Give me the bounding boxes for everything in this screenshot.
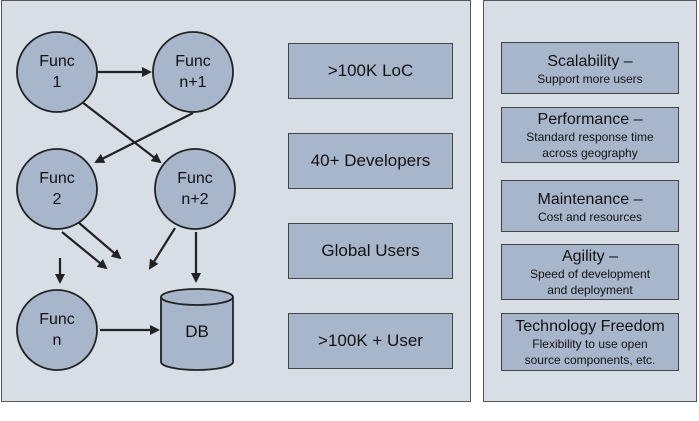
- node-func1-circle: [16, 31, 98, 113]
- quality-technology-freedom: Technology Freedom Flexibility to use op…: [501, 313, 679, 371]
- quality-agility-desc-1: Speed of development: [529, 267, 651, 281]
- node-funcn-line1: Func: [39, 311, 75, 328]
- stat-loc-label: >100K LoC: [327, 61, 414, 80]
- stat-user-count: >100K + User: [288, 313, 453, 369]
- quality-maintenance: Maintenance – Cost and resources: [501, 180, 679, 232]
- quality-technology-freedom-title: Technology Freedom: [515, 318, 665, 335]
- stat-developers: 40+ Developers: [288, 133, 453, 189]
- db-label: DB: [185, 322, 209, 341]
- stat-global-users: Global Users: [288, 223, 453, 279]
- node-funcn1-label: Func n+1: [158, 51, 228, 93]
- node-func2-circle: [16, 148, 98, 230]
- node-funcn1-line2: n+1: [179, 74, 207, 91]
- quality-scalability-title: Scalability –: [547, 53, 633, 70]
- quality-technology-freedom-desc-1: Flexibility to use open: [532, 337, 648, 351]
- stat-developers-label: 40+ Developers: [310, 151, 431, 170]
- node-func1-label: Func 1: [22, 51, 92, 93]
- quality-maintenance-title: Maintenance –: [537, 191, 643, 208]
- node-funcn-label: Func n: [22, 309, 92, 351]
- edge-funcn2-db-1: [148, 227, 176, 270]
- quality-agility-title: Agility –: [561, 248, 619, 265]
- stat-loc: >100K LoC: [288, 43, 453, 99]
- quality-scalability-desc-1: Support more users: [537, 72, 643, 86]
- node-func2-label: Func 2: [22, 168, 92, 210]
- database-icon: [160, 288, 234, 371]
- quality-performance: Performance – Standard response time acr…: [501, 107, 679, 163]
- quality-performance-title: Performance –: [537, 111, 643, 128]
- edge-func2-db-2: [61, 231, 108, 270]
- node-func2-line1: Func: [39, 170, 75, 187]
- stat-user-count-label: >100K + User: [318, 331, 423, 350]
- node-funcn2-circle: [154, 148, 236, 230]
- node-funcn2-line2: n+2: [181, 191, 209, 208]
- quality-agility-desc-2: and deployment: [547, 283, 633, 297]
- edge-func2-db-1: [77, 221, 122, 260]
- quality-scalability: Scalability – Support more users: [501, 42, 679, 94]
- node-funcn-circle: [16, 289, 98, 371]
- quality-performance-desc-1: Standard response time: [526, 130, 654, 144]
- node-func1-line1: Func: [39, 53, 75, 70]
- node-funcn1-circle: [152, 31, 234, 113]
- node-funcn2-line1: Func: [177, 170, 213, 187]
- quality-agility: Agility – Speed of development and deplo…: [501, 244, 679, 300]
- quality-maintenance-desc-1: Cost and resources: [537, 210, 643, 224]
- quality-technology-freedom-desc-2: source components, etc.: [524, 353, 656, 367]
- stat-global-users-label: Global Users: [321, 241, 420, 260]
- quality-performance-desc-2: across geography: [542, 146, 638, 160]
- node-funcn1-line1: Func: [175, 53, 211, 70]
- node-func2-line2: 2: [52, 191, 62, 208]
- node-func1-line2: 1: [52, 74, 62, 91]
- node-funcn-line2: n: [52, 332, 62, 349]
- edge-funcn1-func2: [94, 112, 194, 163]
- edge-func1-funcn2: [81, 101, 162, 164]
- node-funcn2-label: Func n+2: [160, 168, 230, 210]
